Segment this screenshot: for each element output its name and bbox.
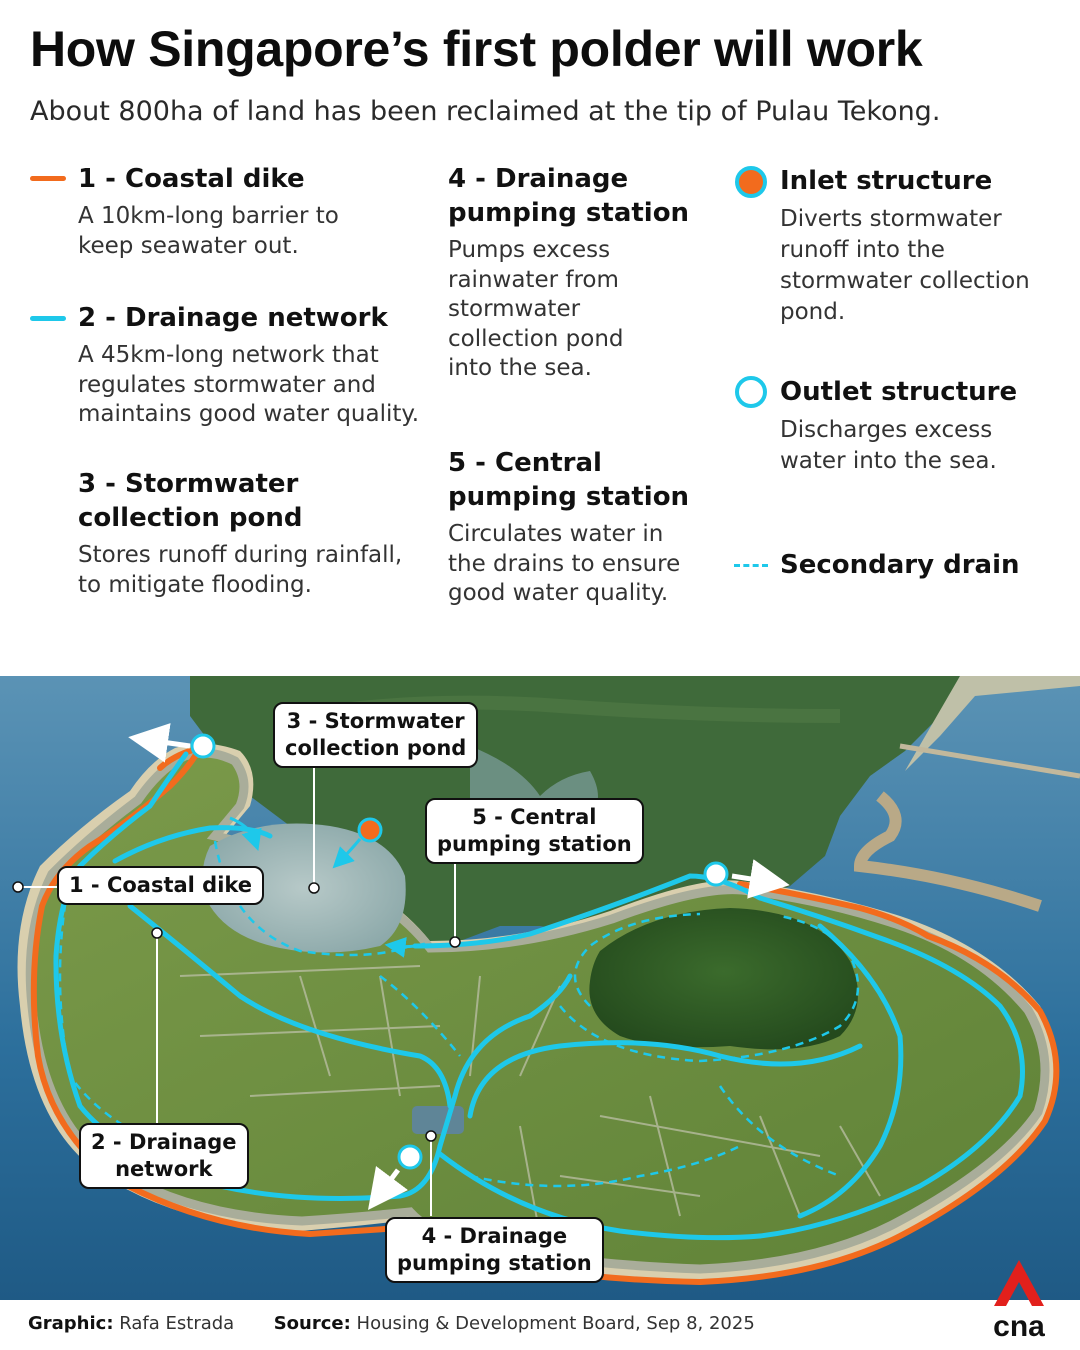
- breakwater: [853, 791, 1042, 912]
- callout-line: network: [115, 1157, 213, 1181]
- source-label: Source:: [273, 1313, 351, 1334]
- leader-lines: [18, 766, 456, 1216]
- desc-line: pond.: [780, 299, 846, 325]
- outlet-circle-icon: [190, 733, 216, 759]
- desc-line: stormwater: [448, 296, 581, 322]
- secondary-drain-dashed-icon: [734, 564, 768, 567]
- callout-stormwater-pond: 3 - Stormwater collection pond: [273, 702, 479, 768]
- outlet-circle-icon: [397, 1144, 423, 1170]
- desc-line: the drains to ensure: [448, 550, 681, 577]
- footer-credits: Graphic: Rafa Estrada Source: Housing & …: [28, 1313, 755, 1334]
- outlet-circle-icon: [703, 861, 729, 887]
- coast-strip: [905, 676, 1080, 771]
- title-line: 5 - Central: [448, 448, 602, 478]
- legend-inlet-structure: Inlet structure Diverts stormwater runof…: [780, 164, 1030, 328]
- callout-line: 5 - Central: [472, 805, 597, 829]
- legend-secondary-drain: Secondary drain: [780, 548, 1020, 582]
- callout-line: 1 - Coastal dike: [69, 873, 253, 897]
- desc-line: regulates stormwater and: [78, 371, 376, 398]
- legend-title: Outlet structure: [780, 377, 1018, 407]
- cna-logo-text: cna: [993, 1310, 1045, 1342]
- page-title: How Singapore’s first polder will work: [30, 21, 923, 77]
- desc-line: rainwater from: [448, 266, 619, 293]
- legend-desc: Stores runoff during rainfall, to mitiga…: [78, 541, 402, 600]
- callout-drainage-pumping-station: 4 - Drainage pumping station: [385, 1217, 604, 1283]
- legend-desc: A 45km-long network that regulates storm…: [78, 341, 419, 430]
- legend-stormwater-pond: 3 - Stormwater collection pond Stores ru…: [78, 467, 402, 600]
- title-line: collection pond: [78, 503, 303, 533]
- title-line: 3 - Stormwater: [78, 469, 299, 499]
- desc-line: collection pond: [448, 325, 624, 352]
- callout-drainage-network: 2 - Drainage network: [79, 1123, 249, 1189]
- forest-hill: [589, 908, 858, 1050]
- callout-line: collection pond: [285, 736, 467, 760]
- title-line: pumping station: [448, 198, 690, 228]
- coastal-dike-line-icon: [30, 176, 66, 181]
- arrow-icon: [128, 723, 191, 763]
- desc-line: runoff into the: [780, 237, 945, 263]
- legend-title: 3 - Stormwater collection pond: [78, 467, 402, 535]
- callout-line: 2 - Drainage: [91, 1130, 237, 1154]
- legend-title: Inlet structure: [780, 166, 993, 196]
- desc-line: A 45km-long network that: [78, 342, 379, 368]
- legend-coastal-dike: 1 - Coastal dike A 10km-long barrier to …: [78, 162, 339, 261]
- legend-drainage-pumping-station: 4 - Drainage pumping station Pumps exces…: [448, 162, 689, 384]
- desc-line: Pumps excess: [448, 237, 611, 263]
- flow-arrows: [229, 816, 426, 958]
- desc-line: Discharges excess: [780, 417, 993, 443]
- legend-outlet-structure: Outlet structure Discharges excess water…: [780, 375, 1017, 477]
- title-line: 4 - Drainage: [448, 164, 629, 194]
- pump-basin: [412, 1106, 464, 1134]
- arrow-icon: [731, 859, 790, 899]
- callout-line: pumping station: [397, 1251, 592, 1275]
- graphic-label: Graphic:: [28, 1313, 114, 1334]
- page-subtitle: About 800ha of land has been reclaimed a…: [30, 96, 941, 127]
- legend-desc: Circulates water in the drains to ensure…: [448, 520, 689, 609]
- inlet-circle-icon: [735, 166, 767, 198]
- title-line: pumping station: [448, 482, 690, 512]
- callout-line: pumping station: [437, 832, 632, 856]
- desc-line: Stores runoff during rainfall,: [78, 542, 403, 568]
- desc-line: to mitigate flooding.: [78, 571, 312, 598]
- legend-title: 4 - Drainage pumping station: [448, 162, 689, 230]
- legend-title: 2 - Drainage network: [78, 303, 388, 333]
- leader-dots: [12, 881, 461, 1142]
- source-credit: Housing & Development Board, Sep 8, 2025: [356, 1313, 755, 1334]
- polder-map: 3 - Stormwater collection pond 5 - Centr…: [0, 676, 1080, 1300]
- desc-line: keep seawater out.: [78, 232, 299, 259]
- desc-line: stormwater collection: [780, 268, 1030, 294]
- drainage-network: [53, 751, 1025, 1241]
- callout-coastal-dike: 1 - Coastal dike: [57, 866, 265, 905]
- desc-line: into the sea.: [448, 355, 592, 381]
- graphic-credit: Rafa Estrada: [119, 1313, 235, 1334]
- desc-line: A 10km-long barrier to: [78, 203, 339, 229]
- callout-line: 3 - Stormwater: [286, 709, 465, 733]
- desc-line: Circulates water in: [448, 521, 664, 547]
- legend-title: 1 - Coastal dike: [78, 164, 305, 194]
- desc-line: good water quality.: [448, 580, 669, 606]
- legend-desc: Discharges excess water into the sea.: [780, 415, 1017, 477]
- legend-desc: A 10km-long barrier to keep seawater out…: [78, 202, 339, 261]
- legend-drainage-network: 2 - Drainage network A 45km-long network…: [78, 301, 419, 430]
- cna-logo-mark: [994, 1260, 1044, 1306]
- desc-line: Diverts stormwater: [780, 206, 1002, 232]
- breakwater: [899, 743, 1080, 779]
- outlet-circle-icon: [735, 376, 767, 408]
- legend-central-pumping-station: 5 - Central pumping station Circulates w…: [448, 446, 689, 609]
- polder-map-illustration: [0, 676, 1080, 1300]
- cna-logo-icon: cna: [982, 1256, 1056, 1343]
- legend-desc: Diverts stormwater runoff into the storm…: [780, 204, 1030, 328]
- cna-logo-graphic: cna: [993, 1260, 1045, 1343]
- legend-title: 5 - Central pumping station: [448, 446, 689, 514]
- legend-desc: Pumps excess rainwater from stormwater c…: [448, 236, 689, 384]
- desc-line: water into the sea.: [780, 448, 997, 474]
- desc-line: maintains good water quality.: [78, 401, 420, 427]
- arrow-icon: [368, 1166, 408, 1210]
- legend-title: Secondary drain: [780, 550, 1020, 580]
- callout-central-pumping-station: 5 - Central pumping station: [425, 798, 644, 864]
- drainage-network-line-icon: [30, 316, 66, 321]
- callout-line: 4 - Drainage: [421, 1224, 568, 1248]
- inlet-circle-icon: [357, 817, 383, 843]
